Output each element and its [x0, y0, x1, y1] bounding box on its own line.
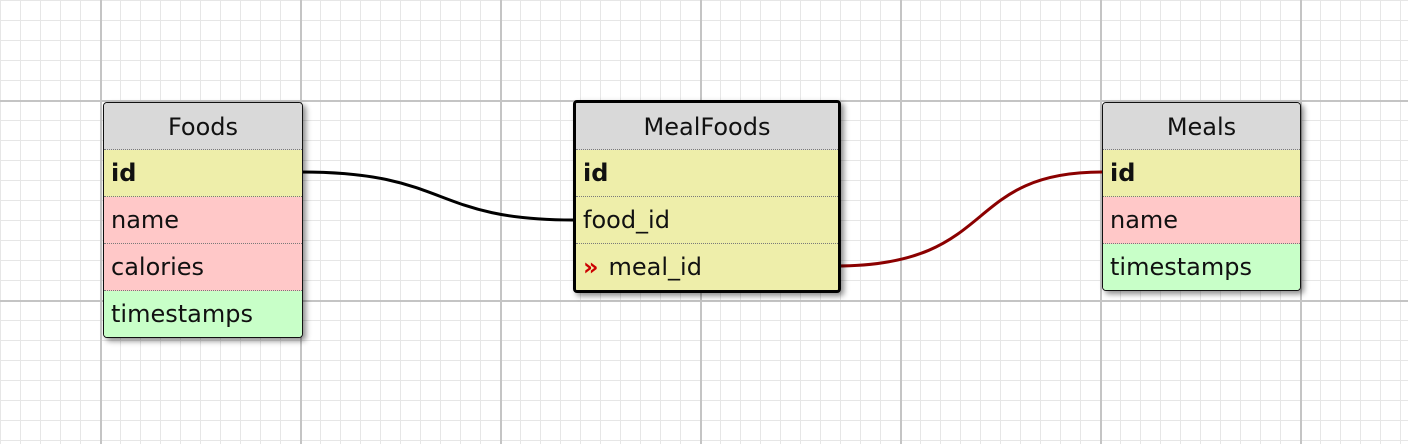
- table-row-foods-calories[interactable]: calories: [104, 244, 302, 291]
- table-row-mealfoods-meal-id[interactable]: » meal_id: [576, 244, 838, 290]
- table-meals[interactable]: Meals id name timestamps: [1102, 102, 1301, 291]
- table-row-mealfoods-id[interactable]: id: [576, 150, 838, 197]
- table-row-mealfoods-food-id[interactable]: food_id: [576, 197, 838, 244]
- table-title[interactable]: Meals: [1103, 103, 1300, 150]
- field-label: id: [1110, 159, 1136, 187]
- table-row-foods-name[interactable]: name: [104, 197, 302, 244]
- relation-line-mealfoods-meal_id-to-meals-id[interactable]: [834, 170, 1103, 268]
- table-row-meals-timestamps[interactable]: timestamps: [1103, 244, 1300, 290]
- relation-line-foods-id-to-mealfoods-food_id[interactable]: [300, 170, 574, 222]
- table-row-meals-id[interactable]: id: [1103, 150, 1300, 197]
- field-label: name: [1110, 206, 1179, 234]
- field-label: id: [583, 159, 609, 187]
- table-row-foods-id[interactable]: id: [104, 150, 302, 197]
- table-title[interactable]: MealFoods: [576, 103, 838, 150]
- field-label: food_id: [583, 206, 670, 234]
- field-label: timestamps: [1110, 253, 1252, 281]
- field-label: meal_id: [608, 253, 702, 281]
- table-title[interactable]: Foods: [104, 103, 302, 150]
- field-label: timestamps: [111, 300, 253, 328]
- field-label: id: [111, 159, 137, 187]
- table-row-meals-name[interactable]: name: [1103, 197, 1300, 244]
- foreign-key-marker-icon: »: [583, 253, 599, 281]
- table-foods[interactable]: Foods id name calories timestamps: [103, 102, 303, 338]
- table-row-foods-timestamps[interactable]: timestamps: [104, 291, 302, 337]
- table-mealfoods[interactable]: MealFoods id food_id » meal_id: [573, 100, 841, 293]
- field-label: calories: [111, 253, 205, 281]
- field-label: name: [111, 206, 180, 234]
